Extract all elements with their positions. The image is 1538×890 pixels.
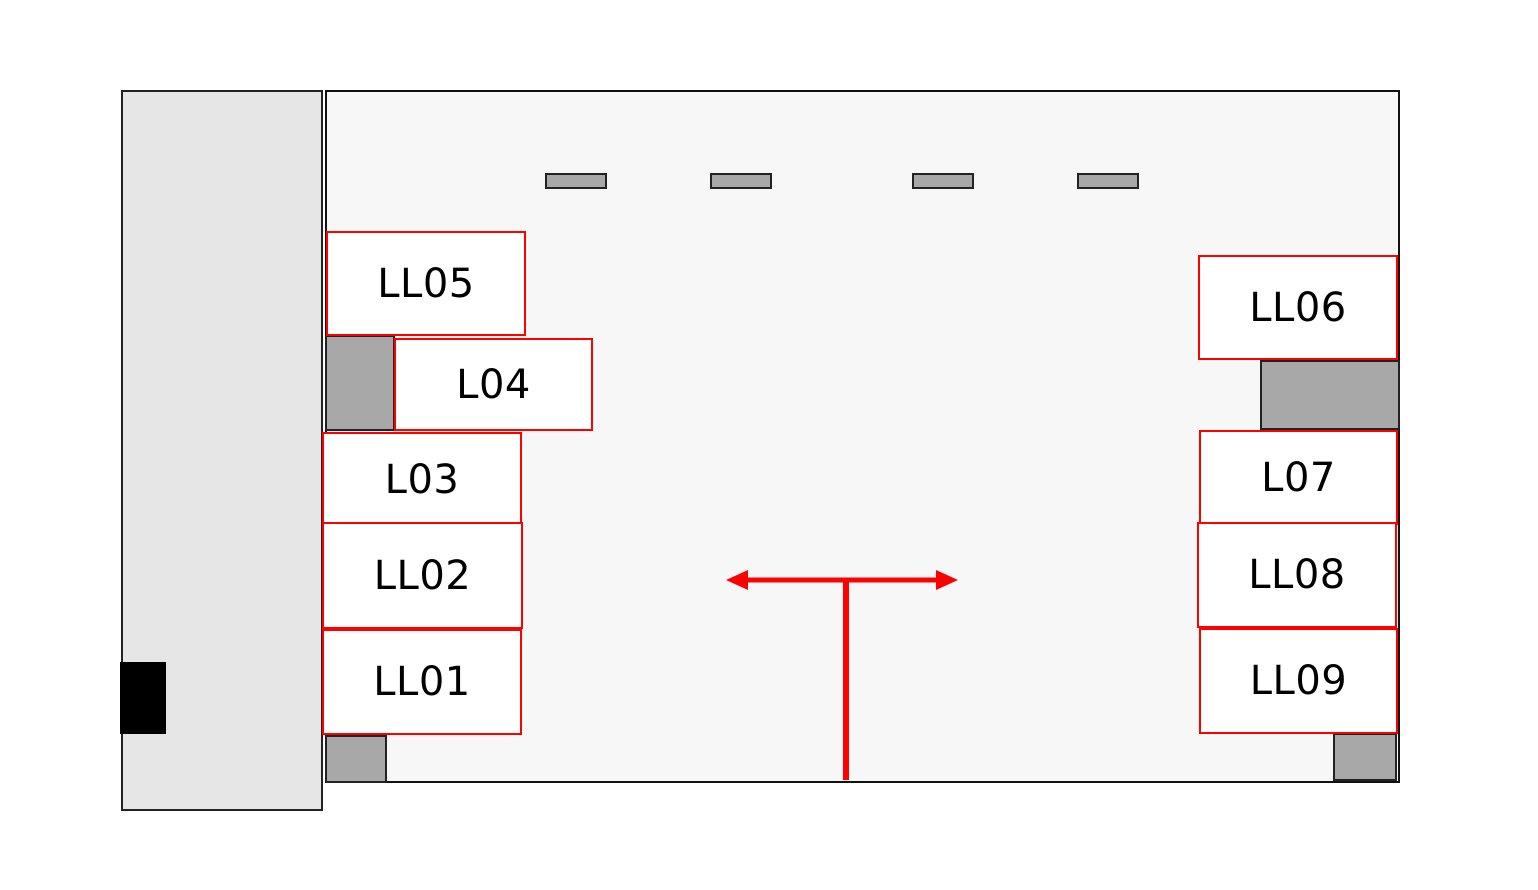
location-ll06-label: LL06 (1249, 284, 1347, 331)
location-ll08-label: LL08 (1248, 552, 1346, 598)
location-ll06[interactable]: LL06 (1198, 255, 1398, 360)
location-l04-label: L04 (456, 361, 531, 408)
location-l03[interactable]: L03 (322, 432, 522, 528)
location-ll02-label: LL02 (373, 552, 472, 599)
location-ll01[interactable]: LL01 (322, 629, 522, 735)
location-l07-label: L07 (1261, 454, 1336, 501)
location-ll09-label: LL09 (1249, 658, 1348, 704)
ceiling-light-2 (710, 173, 772, 189)
ceiling-light-1 (545, 173, 607, 189)
fixture-right-bottom (1333, 733, 1397, 781)
location-l03-label: L03 (384, 457, 460, 503)
fixture-left-mid (325, 335, 395, 431)
location-ll01-label: LL01 (373, 659, 471, 705)
location-ll08[interactable]: LL08 (1197, 522, 1397, 628)
location-ll02[interactable]: LL02 (322, 522, 523, 629)
location-ll09[interactable]: LL09 (1199, 628, 1398, 734)
t-arrow-right-head (936, 570, 958, 590)
fixture-right-mid (1260, 360, 1400, 430)
door-icon (120, 662, 166, 734)
fixture-left-bottom (325, 735, 387, 783)
location-l04[interactable]: L04 (394, 338, 593, 431)
location-ll05[interactable]: LL05 (326, 231, 526, 336)
t-arrow-left-head (726, 570, 748, 590)
location-ll05-label: LL05 (377, 260, 475, 307)
ceiling-light-3 (912, 173, 974, 189)
ceiling-light-4 (1077, 173, 1139, 189)
